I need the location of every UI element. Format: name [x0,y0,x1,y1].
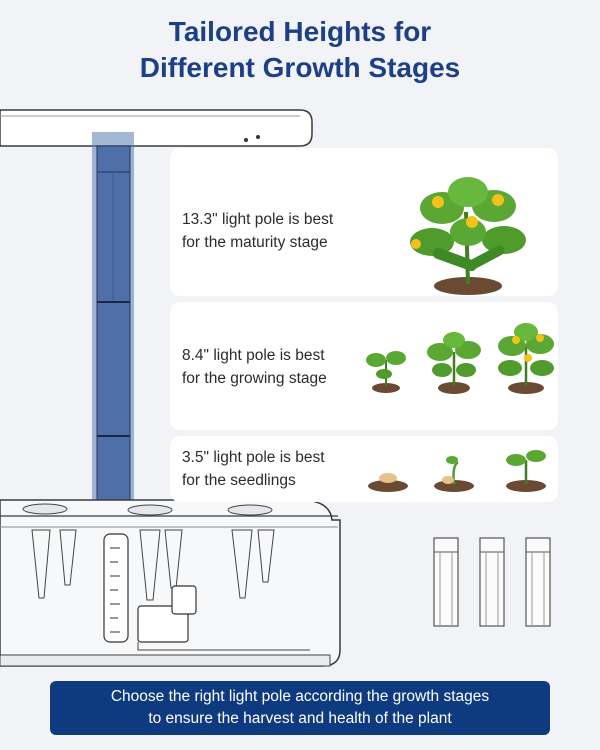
planter-tank [0,499,341,667]
footer-line-2: to ensure the harvest and health of the … [148,710,452,727]
seedlings-icon [368,450,546,492]
flowering-plant-icon [498,323,554,394]
stage-line-1: 3.5" light pole is best [182,449,325,466]
stage-text-growing: 8.4" light pole is best for the growing … [182,344,327,390]
stage-line-2: for the seedlings [182,472,296,489]
seed-icon [368,473,408,492]
title-line-2: Different Growth Stages [139,52,461,83]
sprout-icon [434,456,474,492]
young-plant-icon [366,351,406,393]
footer-banner: Choose the right light pole according th… [50,681,550,735]
seedling-icon [506,450,546,492]
growing-plants-icon [366,323,554,394]
stage-line-2: for the maturity stage [182,234,328,251]
stage-line-1: 13.3" light pole is best [182,211,334,228]
stage-text-seedlings: 3.5" light pole is best for the seedling… [182,446,325,492]
leafy-plant-icon [427,332,481,394]
stage-card-seedlings: 3.5" light pole is best for the seedling… [170,436,558,502]
spare-pole-segments [433,537,551,627]
mature-plant-icon [410,177,526,295]
stage-line-1: 8.4" light pole is best [182,347,325,364]
page-title: Tailored Heights for Different Growth St… [0,14,600,86]
footer-line-1: Choose the right light pole according th… [110,688,490,705]
stage-line-2: for the growing stage [182,370,327,387]
light-pole [92,132,134,564]
stage-text-maturity: 13.3" light pole is best for the maturit… [182,208,333,254]
lamp-head [0,109,313,147]
stage-card-maturity: 13.3" light pole is best for the maturit… [170,148,558,296]
stage-card-growing: 8.4" light pole is best for the growing … [170,302,558,430]
title-line-1: Tailored Heights for [168,16,432,47]
